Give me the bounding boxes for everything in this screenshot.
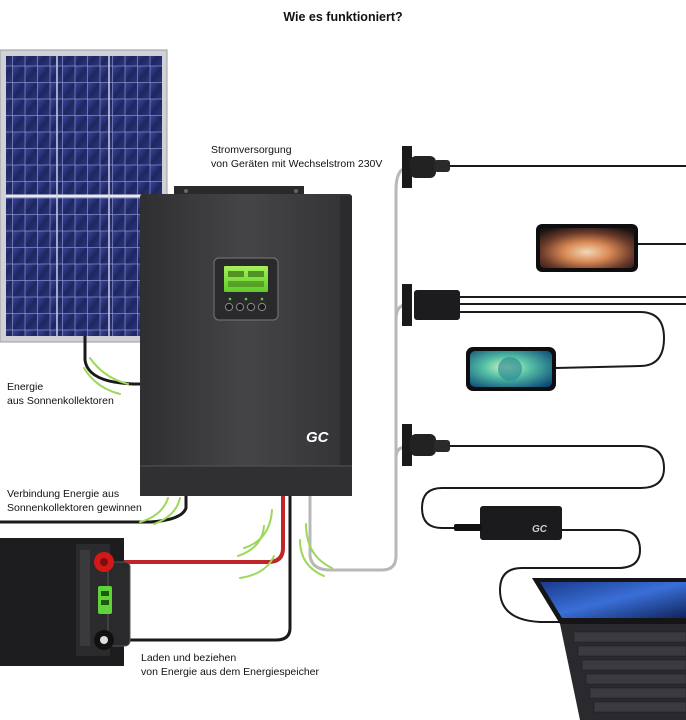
usb-charger: [414, 290, 460, 320]
samsung-phone: [536, 224, 638, 272]
battery-negative-cable: [112, 494, 292, 642]
battery: [0, 538, 131, 666]
ac-output-cable: [308, 166, 407, 572]
ac-plug-top: [402, 146, 450, 188]
ac-plug-bottom: [402, 424, 450, 466]
inverter-button[interactable]: [246, 302, 256, 312]
page-title: Wie es funktioniert?: [283, 10, 403, 24]
energy-arcs: [83, 357, 333, 579]
ac-plug-middle: [402, 284, 460, 326]
solar-input-cable: [0, 494, 188, 524]
solar-energy-label: Energie aus Sonnenkollektoren: [7, 381, 114, 407]
ac-supply-label: Stromversorgung von Geräten mit Wechsels…: [211, 144, 383, 170]
solar-panel: [0, 49, 168, 343]
inverter: GC: [140, 186, 352, 496]
solar-cable: [83, 336, 141, 386]
inverter-button[interactable]: [257, 302, 267, 312]
laptop: [532, 578, 686, 720]
inverter-button[interactable]: [224, 302, 234, 312]
inverter-logo: GC: [306, 429, 330, 446]
inverter-lcd: [224, 266, 268, 292]
iphone-cable: [460, 311, 666, 369]
laptop-dc-cable: [498, 529, 642, 623]
laptop-ac-cable: [420, 445, 666, 529]
battery-positive-cable: [112, 494, 285, 564]
solar-connection-label: Verbindung Energie aus Sonnenkollektoren…: [7, 488, 142, 514]
iphone: [466, 347, 556, 391]
laptop-power-adapter: GC: [454, 506, 562, 540]
inverter-button[interactable]: [235, 302, 245, 312]
adapter-logo: GC: [532, 524, 548, 535]
storage-label: Laden und beziehen von Energie aus dem E…: [141, 652, 320, 678]
